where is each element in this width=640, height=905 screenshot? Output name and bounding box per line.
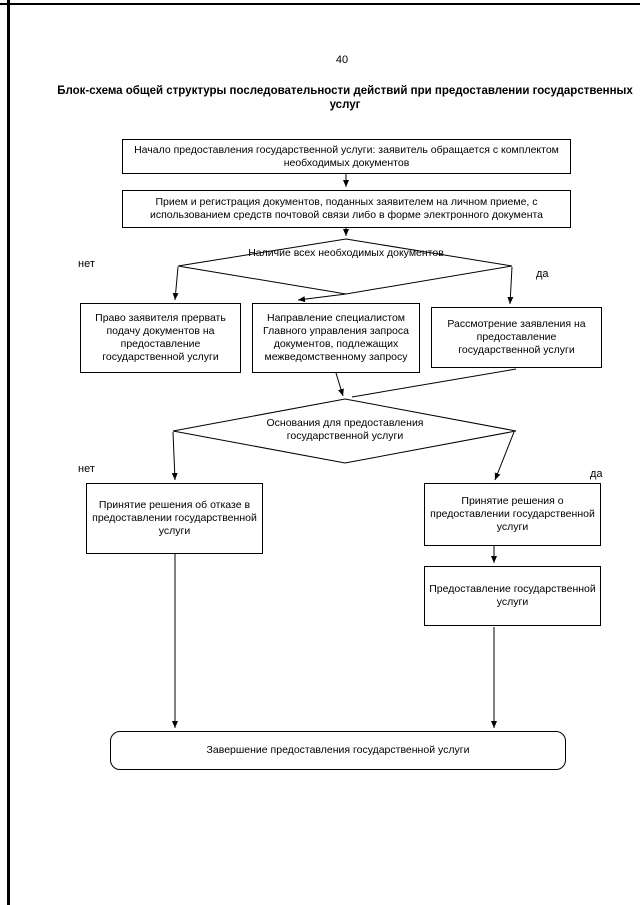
arrow-decision1-to-request: [297, 293, 347, 303]
flow-node-start: Начало предоставления государственной ус…: [122, 139, 571, 174]
scan-artifact-top-line: [0, 3, 640, 5]
arrow-review-to-decision2: [351, 368, 517, 398]
flow-node-interagency-request: Направление специалистом Главного управл…: [252, 303, 420, 373]
arrow-request-to-decision2: [335, 372, 344, 397]
scan-artifact-left-line: [7, 0, 10, 905]
branch-label-no-documents: нет: [78, 258, 95, 270]
decision-grounds-diamond: [172, 398, 517, 464]
branch-label-yes-documents: да: [536, 268, 549, 280]
flow-decision-grounds-label: Основания для предоставления государстве…: [266, 417, 424, 442]
arrow-decision1-no-to-interrupt: [172, 266, 179, 301]
flow-node-reception: Прием и регистрация документов, поданных…: [122, 190, 571, 228]
arrow-decision2-yes-to-approval: [494, 431, 515, 481]
flow-node-service-provision: Предоставление государственной услуги: [424, 566, 601, 626]
arrow-decision1-yes-to-review: [507, 266, 514, 305]
flow-node-refusal-decision: Принятие решения об отказе в предоставле…: [86, 483, 263, 554]
branch-label-no-grounds: нет: [78, 463, 95, 475]
page-number: 40: [335, 54, 349, 66]
flow-decision-documents-label: Наличие всех необходимых документов: [248, 247, 444, 259]
arrow-decision2-no-to-refusal: [171, 431, 178, 481]
page-title: Блок-схема общей структуры последователь…: [57, 85, 633, 112]
flow-node-approval-decision: Принятие решения о предоставлении госуда…: [424, 483, 601, 546]
flow-node-interrupt-right: Право заявителя прервать подачу документ…: [80, 303, 241, 373]
flow-node-end: Завершение предоставления государственно…: [110, 731, 566, 770]
branch-label-yes-grounds: да: [590, 468, 603, 480]
flow-node-application-review: Рассмотрение заявления на предоставление…: [431, 307, 602, 368]
